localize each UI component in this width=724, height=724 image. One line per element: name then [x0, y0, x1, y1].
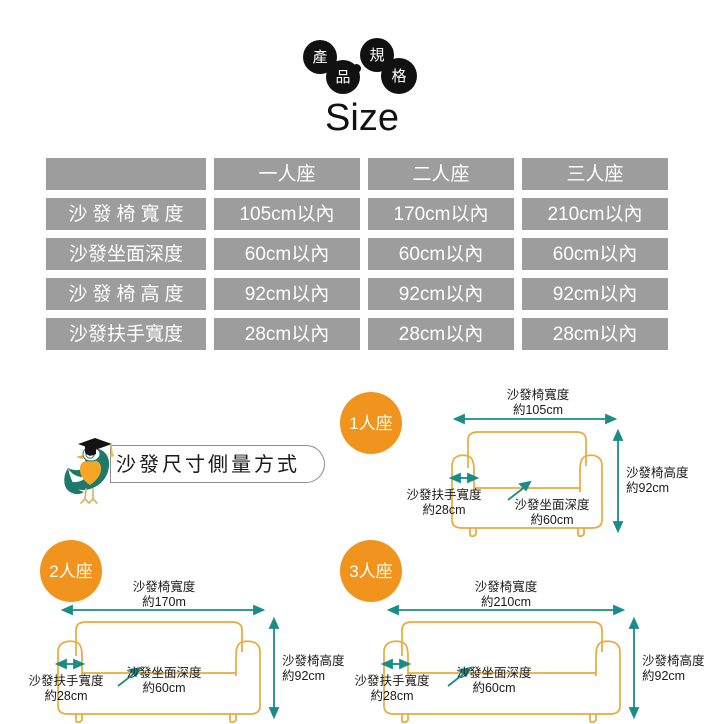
- two-seat-depth-pointer: [117, 666, 142, 687]
- bird-leg-right: [88, 488, 98, 504]
- one-seat-depth-pointer: [507, 480, 532, 501]
- two-seat-drawing: [54, 604, 280, 724]
- one-seat-depth-label: 沙發坐面深度 約60cm: [514, 498, 590, 527]
- three-seat-width-arrow: [386, 604, 626, 616]
- two-seat-width-arrow: [60, 604, 266, 616]
- one-seat-width-label: 沙發椅寬度 約105cm: [506, 388, 570, 417]
- cell-height-three: 92cm以內: [522, 278, 668, 310]
- row-label-arm-width: 沙發扶手寬度: [46, 318, 206, 350]
- three-seat-sofa-outline: [383, 621, 621, 724]
- table-row: 沙發扶手寬度 28cm以內 28cm以內 28cm以內: [46, 318, 680, 350]
- cell-depth-one: 60cm以內: [214, 238, 360, 270]
- size-table: 一人座 二人座 三人座 沙發椅寬度 105cm以內 170cm以內 210cm以…: [46, 158, 680, 358]
- bird-belly: [79, 459, 102, 485]
- two-seat-height-arrow: [268, 616, 280, 720]
- banner-label: 沙發尺寸側量方式: [116, 454, 300, 476]
- graduation-cap-crown: [85, 446, 96, 456]
- three-seat-height-label: 沙發椅高度 約92cm: [642, 654, 705, 683]
- three-seat-arm-arrow: [380, 658, 412, 670]
- diagram-two-seat: 2人座: [18, 540, 348, 724]
- bird-tail: [64, 468, 84, 495]
- two-seat-height-label: 沙發椅高度 約92cm: [282, 654, 345, 683]
- cell-width-two: 170cm以內: [368, 198, 514, 230]
- diagram-three-seat: 3人座: [340, 540, 712, 724]
- row-label-sofa-height: 沙發椅高度: [46, 278, 206, 310]
- table-row: 沙發椅高度 92cm以內 92cm以內 92cm以內: [46, 278, 680, 310]
- two-seat-sofa-outline: [57, 621, 261, 724]
- one-seat-height-label: 沙發椅高度 約92cm: [626, 466, 689, 495]
- badge-three-seat: 3人座: [340, 540, 402, 602]
- one-seat-arm-arrow: [448, 472, 480, 484]
- cell-height-one: 92cm以內: [214, 278, 360, 310]
- one-seat-arm-label: 沙發扶手寬度 約28cm: [406, 488, 482, 517]
- two-seat-depth-label: 沙發坐面深度 約60cm: [126, 666, 202, 695]
- one-seat-height-arrow: [612, 428, 624, 534]
- page-title: Size: [325, 97, 399, 139]
- cell-height-two: 92cm以內: [368, 278, 514, 310]
- banner-ribbon-shape: [110, 445, 325, 483]
- product-spec-logo: 產 品 規 格: [303, 38, 423, 100]
- badge-two-seat: 2人座: [40, 540, 102, 602]
- bird-leg-left: [80, 488, 90, 504]
- three-seat-drawing: [380, 604, 640, 724]
- row-label-seat-depth: 沙發坐面深度: [46, 238, 206, 270]
- cell-arm-two: 28cm以內: [368, 318, 514, 350]
- two-seat-width-label: 沙發椅寬度 約170m: [132, 580, 196, 609]
- table-header-row: 一人座 二人座 三人座: [46, 158, 680, 190]
- table-corner-cell: [46, 158, 206, 190]
- cell-depth-two: 60cm以內: [368, 238, 514, 270]
- one-seat-drawing: [448, 413, 624, 538]
- logo-separator-dot: [352, 64, 361, 73]
- table-row: 沙發坐面深度 60cm以內 60cm以內 60cm以內: [46, 238, 680, 270]
- diagram-one-seat: 1人座: [340, 388, 712, 538]
- table-header-one-seat: 一人座: [214, 158, 360, 190]
- three-seat-arm-label: 沙發扶手寬度 約28cm: [354, 674, 430, 703]
- cell-depth-three: 60cm以內: [522, 238, 668, 270]
- cell-width-one: 105cm以內: [214, 198, 360, 230]
- measure-method-banner: 沙發尺寸側量方式: [62, 430, 332, 510]
- row-label-sofa-width: 沙發椅寬度: [46, 198, 206, 230]
- logo-char-chan: 產: [303, 40, 337, 74]
- cap-tassel: [110, 443, 113, 455]
- table-header-three-seat: 三人座: [522, 158, 668, 190]
- bird-beak: [76, 455, 83, 459]
- three-seat-height-arrow: [628, 616, 640, 720]
- cell-arm-one: 28cm以內: [214, 318, 360, 350]
- cell-width-three: 210cm以內: [522, 198, 668, 230]
- table-row: 沙發椅寬度 105cm以內 170cm以內 210cm以內: [46, 198, 680, 230]
- badge-one-seat: 1人座: [340, 392, 402, 454]
- table-header-two-seat: 二人座: [368, 158, 514, 190]
- logo-char-ge: 格: [381, 58, 417, 94]
- two-seat-arm-arrow: [54, 658, 86, 670]
- cell-arm-three: 28cm以內: [522, 318, 668, 350]
- three-seat-width-label: 沙發椅寬度 約210cm: [474, 580, 538, 609]
- cap-tassel-knot: [110, 453, 114, 457]
- graduate-bird-mascot: [64, 438, 114, 504]
- two-seat-arm-label: 沙發扶手寬度 約28cm: [28, 674, 104, 703]
- three-seat-depth-label: 沙發坐面深度 約60cm: [456, 666, 532, 695]
- three-seat-depth-pointer: [447, 666, 472, 687]
- one-seat-width-arrow: [452, 413, 618, 425]
